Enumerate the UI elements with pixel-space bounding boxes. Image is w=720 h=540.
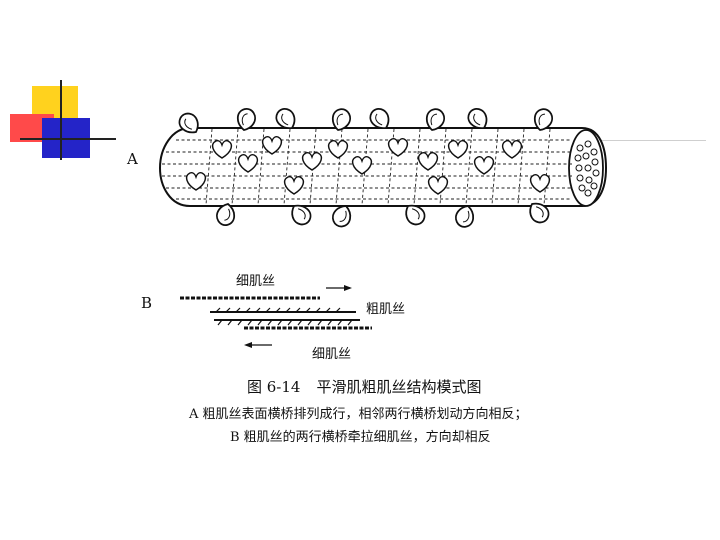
label-b: B [141,294,153,312]
thick-filament-label: 粗肌丝 [366,302,406,317]
thin-filament-bottom-label: 细肌丝 [312,347,352,362]
thick-filament-cylinder [158,127,608,207]
thin-filament-top-label: 细肌丝 [236,274,276,289]
arrow-right [326,285,352,291]
caption-line-2: B 粗肌丝的两行横桥牵拉细肌丝，方向却相反 [230,430,491,445]
thick-filament-b [210,307,360,326]
arrow-left [244,342,272,348]
label-a: A [127,150,138,168]
figure-title: 图 6-14 平滑肌粗肌丝结构模式图 [247,376,481,397]
deco-line-right [596,140,706,141]
figure-number: 图 6-14 [247,378,301,396]
figure-title-text: 平滑肌粗肌丝结构模式图 [316,378,482,396]
deco-line-vertical [60,80,62,160]
caption-line-1: A 粗肌丝表面横桥排列成行，相邻两行横桥划动方向相反； [189,407,528,422]
deco-line-horizontal [20,138,116,140]
